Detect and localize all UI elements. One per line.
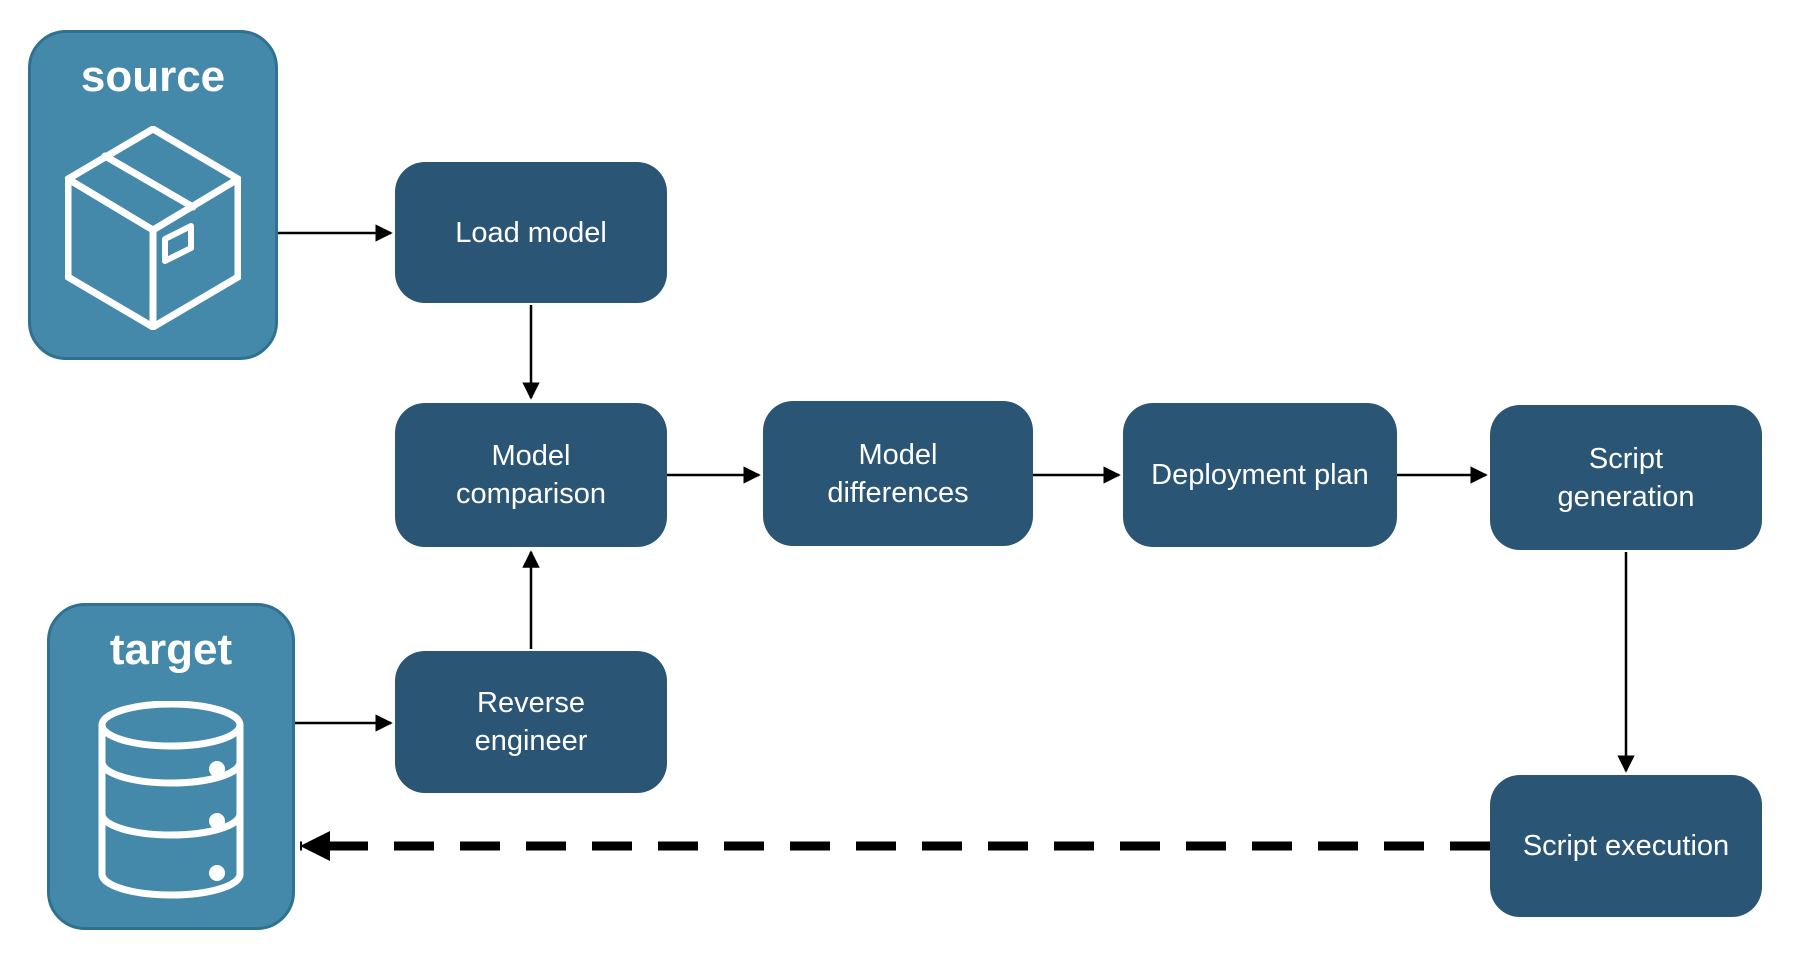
node-deployment-plan: Deployment plan bbox=[1123, 403, 1397, 547]
node-model-differences: Model differences bbox=[763, 401, 1033, 546]
node-load-model: Load model bbox=[395, 162, 667, 303]
reverse-engineer-label: Reverse engineer bbox=[474, 687, 588, 757]
node-model-comparison: Model comparison bbox=[395, 403, 667, 547]
source-icon-wrap bbox=[65, 99, 241, 357]
script-generation-label: Script generation bbox=[1557, 442, 1695, 513]
database-icon bbox=[98, 700, 244, 898]
node-script-execution: Script execution bbox=[1490, 775, 1762, 917]
target-icon-wrap bbox=[98, 672, 244, 927]
script-execution-label: Script execution bbox=[1522, 830, 1730, 862]
source-label: source bbox=[80, 52, 226, 101]
node-script-generation: Script generation bbox=[1490, 405, 1762, 550]
model-differences-label: Model differences bbox=[827, 438, 969, 509]
node-source: source bbox=[28, 30, 278, 360]
load-model-label: Load model bbox=[455, 216, 607, 249]
target-label: target bbox=[109, 625, 233, 674]
model-comparison-label: Model comparison bbox=[456, 440, 606, 510]
node-target: target bbox=[47, 603, 295, 930]
package-icon bbox=[65, 126, 241, 330]
deployment-plan-label: Deployment plan bbox=[1151, 459, 1369, 491]
node-reverse-engineer: Reverse engineer bbox=[395, 651, 667, 793]
